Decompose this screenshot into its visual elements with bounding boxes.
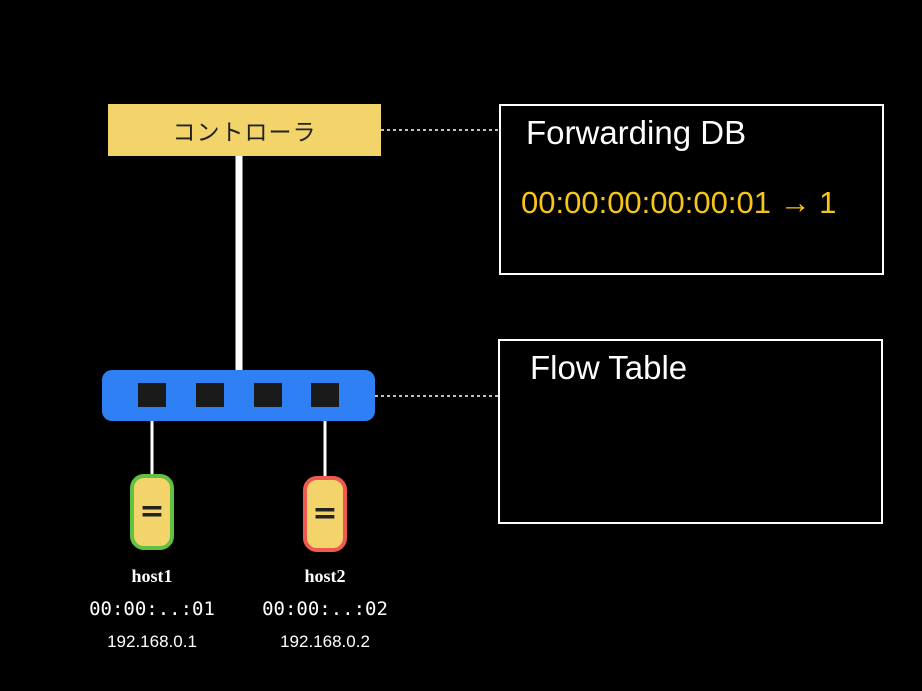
host1-ip: 192.168.0.1 [107, 632, 197, 651]
host2-icon: = [303, 476, 347, 552]
flow-table-panel: Flow Table [498, 339, 883, 524]
controller-box: コントローラ [108, 104, 381, 156]
switch-port-2 [196, 383, 224, 407]
host2-ip: 192.168.0.2 [280, 632, 370, 651]
forwarding-db-title: Forwarding DB [526, 114, 747, 151]
switch-port-1 [138, 383, 166, 407]
host2-mac: 00:00:..:02 [262, 598, 388, 620]
host1-name: host1 [131, 566, 173, 586]
openflow-switch [102, 370, 375, 421]
flow-table-title: Flow Table [530, 349, 688, 386]
host-icon: = [312, 496, 338, 531]
forwarding-db-entry: 00:00:00:00:00:01 → 1 [521, 185, 837, 220]
host2-name: host2 [304, 566, 346, 586]
controller-label: コントローラ [172, 120, 317, 146]
switch-port-3 [254, 383, 282, 407]
switch-port-4 [311, 383, 339, 407]
forwarding-db-panel: Forwarding DB 00:00:00:00:00:01 → 1 [499, 104, 884, 275]
host1-mac: 00:00:..:01 [89, 598, 215, 620]
host1-icon: = [130, 474, 174, 550]
host-icon: = [139, 494, 165, 529]
